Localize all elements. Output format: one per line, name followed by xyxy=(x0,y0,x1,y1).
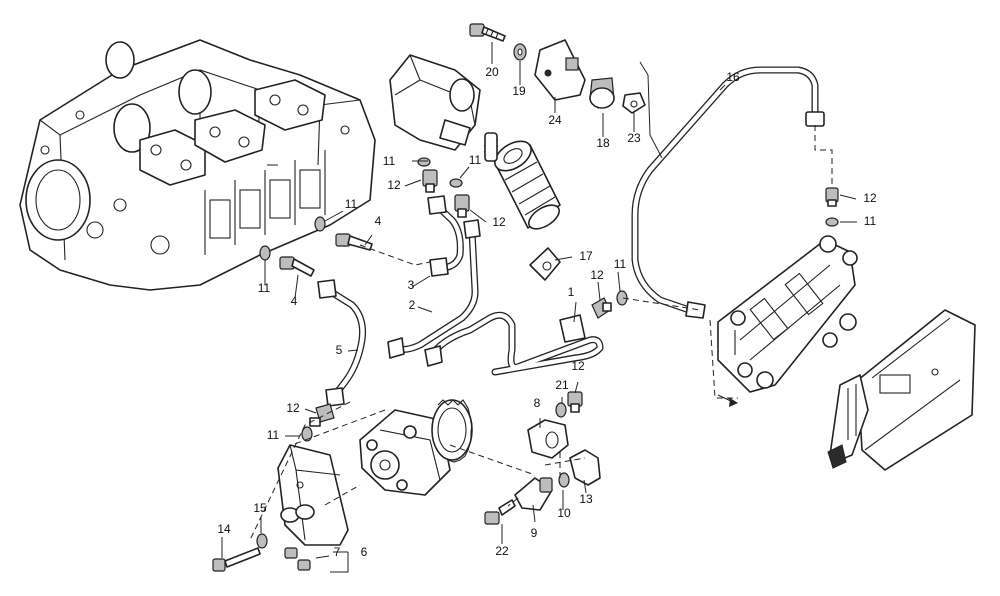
bolt-14 xyxy=(212,547,261,572)
fuel-rail-manifold xyxy=(717,235,858,393)
callout-12f: 12 xyxy=(863,191,877,205)
fitting-12c xyxy=(591,297,612,319)
union-9 xyxy=(514,477,553,511)
callout-10: 10 xyxy=(557,506,571,520)
callout-12b: 12 xyxy=(492,215,506,229)
banjo-bolt-4a xyxy=(335,233,373,251)
callout-22: 22 xyxy=(495,544,509,558)
pipe-16 xyxy=(631,66,825,319)
bracket-24 xyxy=(534,39,586,101)
washer-21 xyxy=(555,402,567,418)
callout-12a: 12 xyxy=(387,178,401,192)
callout-4a: 4 xyxy=(375,214,382,228)
washer-15 xyxy=(256,533,268,549)
pipe-3 xyxy=(427,195,464,277)
fitting-12b xyxy=(454,194,470,218)
tee-8 xyxy=(527,419,569,459)
callout-12c: 12 xyxy=(590,268,604,282)
callout-11e: 11 xyxy=(614,257,627,271)
callout-11g: 11 xyxy=(864,214,877,228)
leader-lines xyxy=(221,42,857,573)
callout-3: 3 xyxy=(408,278,415,292)
callout-11c: 11 xyxy=(345,197,358,211)
callout-16: 16 xyxy=(726,70,740,84)
fitting-12f xyxy=(825,187,839,207)
control-module xyxy=(827,309,976,471)
callout-1: 1 xyxy=(568,285,575,299)
washer-19 xyxy=(513,43,527,61)
banjo-bolt-4b xyxy=(279,256,315,277)
callout-12e: 12 xyxy=(286,401,300,415)
connector-1 xyxy=(559,314,586,343)
pump-bracket-6 xyxy=(277,444,349,546)
callout-14: 14 xyxy=(217,522,231,536)
callout-labels: 1 2 3 4 4 5 6 7 8 9 10 11 11 11 11 11 11… xyxy=(217,65,877,559)
callout-8: 8 xyxy=(534,396,541,410)
callout-13: 13 xyxy=(579,492,593,506)
callout-11f: 11 xyxy=(267,428,280,442)
callout-11d: 11 xyxy=(258,281,271,295)
elbow-13 xyxy=(569,449,601,486)
washer-10 xyxy=(558,472,570,488)
clamp-17 xyxy=(529,247,561,281)
plugs-7 xyxy=(284,547,311,571)
fuel-filter-cartridge xyxy=(494,140,561,230)
injection-pump xyxy=(359,399,473,496)
callout-7: 7 xyxy=(334,545,341,559)
filter-spring xyxy=(483,132,499,162)
callout-12d: 12 xyxy=(571,359,585,373)
fitting-12a xyxy=(422,169,438,193)
callout-6: 6 xyxy=(361,545,368,559)
fitting-12d xyxy=(567,391,583,413)
callout-9: 9 xyxy=(531,526,538,540)
callout-23: 23 xyxy=(627,131,641,145)
filter-housing xyxy=(389,54,481,151)
fitting-12e xyxy=(309,403,335,427)
engine-block xyxy=(19,39,376,291)
callout-5: 5 xyxy=(336,343,343,357)
assembly-lines xyxy=(249,125,833,541)
callout-11a: 11 xyxy=(383,154,396,168)
bolt-20 xyxy=(469,23,506,42)
screw-22 xyxy=(484,499,516,525)
clip-18 xyxy=(589,77,615,109)
pipe-2 xyxy=(387,219,604,376)
pipe-5 xyxy=(317,279,366,407)
callout-15: 15 xyxy=(253,501,267,515)
callout-17: 17 xyxy=(579,249,593,263)
callout-24: 24 xyxy=(548,113,562,127)
callout-20: 20 xyxy=(485,65,499,79)
callout-21: 21 xyxy=(555,378,569,392)
callout-2: 2 xyxy=(409,298,416,312)
nut-23 xyxy=(622,92,646,114)
callout-11b: 11 xyxy=(469,153,482,167)
callout-19: 19 xyxy=(512,84,526,98)
callout-4b: 4 xyxy=(291,294,298,308)
callout-18: 18 xyxy=(596,136,610,150)
washers-11 xyxy=(259,157,839,442)
